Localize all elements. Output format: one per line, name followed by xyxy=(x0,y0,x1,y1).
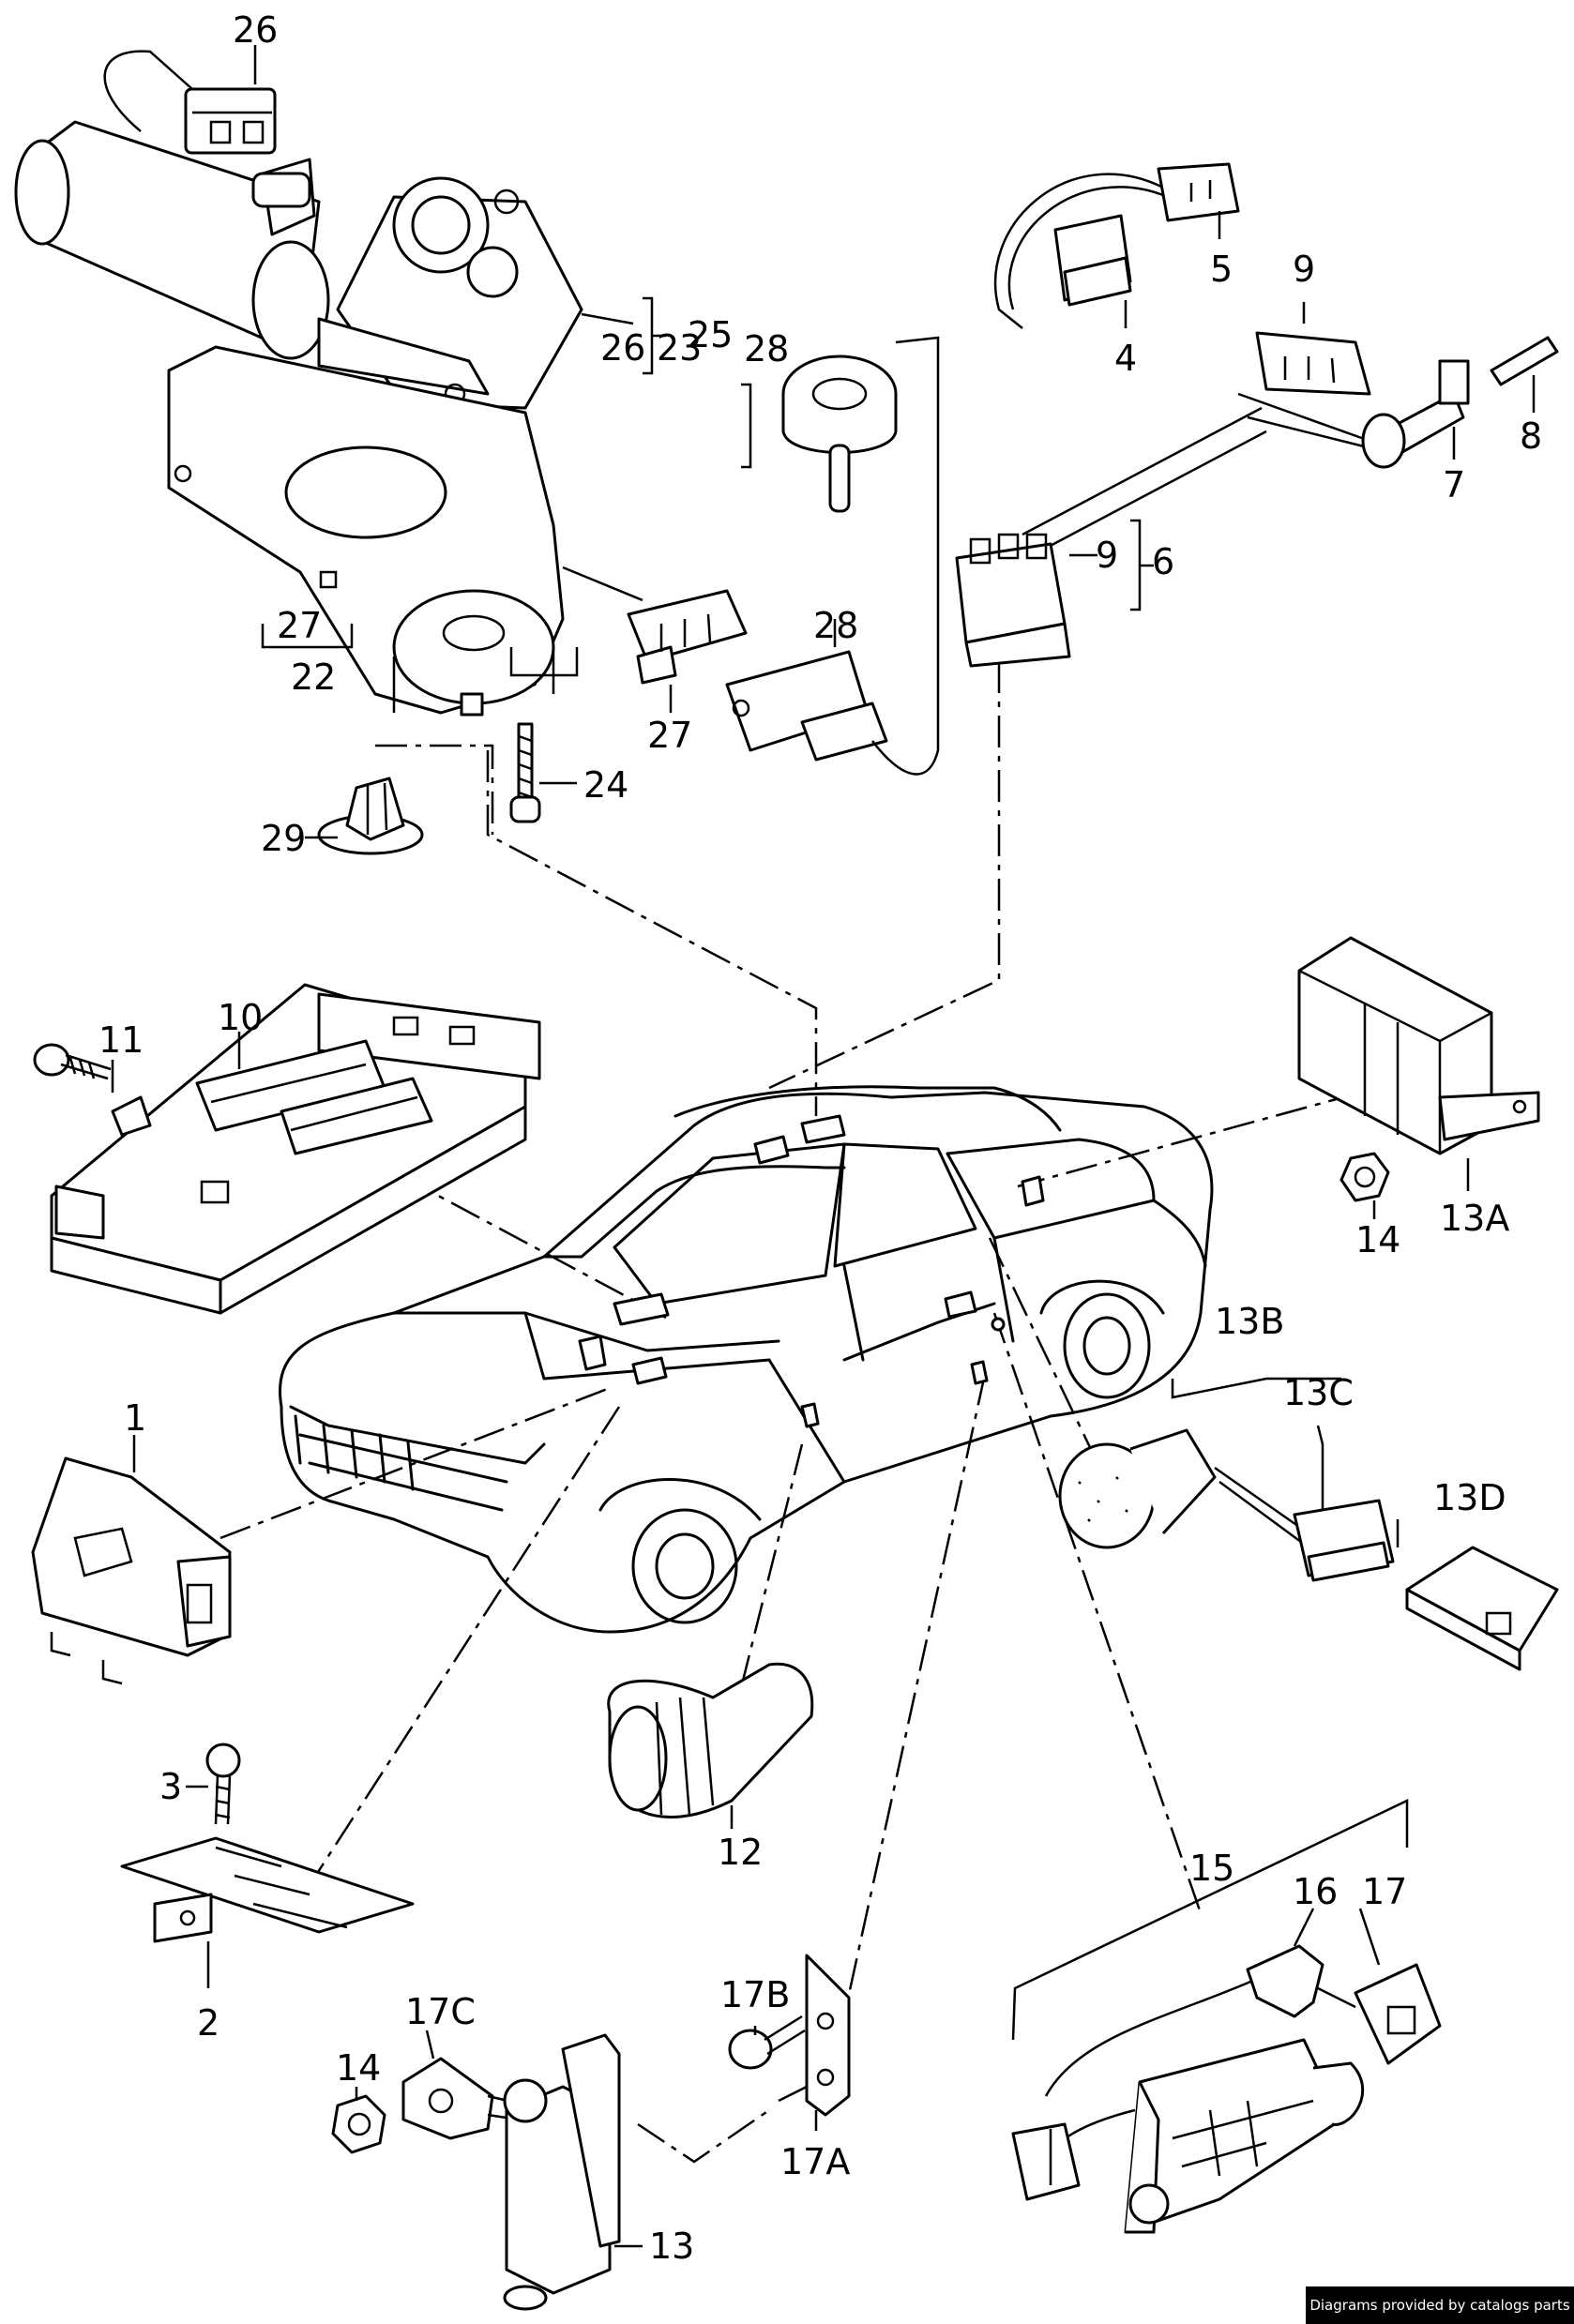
label-13d: 13D xyxy=(1433,1477,1506,1518)
label-17c: 17C xyxy=(405,1991,476,2032)
label-10: 10 xyxy=(218,997,263,1038)
lock-15 xyxy=(1011,1949,1365,2234)
terminal-7-8 xyxy=(1361,336,1559,469)
nut-14-lower xyxy=(331,2094,386,2154)
label-9b: 9 xyxy=(1096,535,1118,576)
screw-11 xyxy=(33,1043,112,1080)
harness-6 xyxy=(955,331,1380,668)
actuator-13 xyxy=(503,2033,621,2311)
credit-badge: Diagrams provided by catalogs parts xyxy=(1306,2286,1574,2324)
label-11: 11 xyxy=(98,1019,144,1061)
label-14b: 14 xyxy=(336,2047,381,2089)
label-29: 29 xyxy=(261,818,306,859)
label-26: 26 xyxy=(233,9,278,51)
location-marks xyxy=(578,1114,1045,1428)
label-17b: 17B xyxy=(720,1974,790,2015)
label-14: 14 xyxy=(1355,1219,1400,1260)
label-23: 23 xyxy=(657,327,702,369)
label-26b: 26 xyxy=(600,327,645,369)
nut-14-upper xyxy=(1339,1152,1390,1202)
screw-3 xyxy=(205,1743,241,1825)
label-4: 4 xyxy=(1114,338,1137,379)
connector-28 xyxy=(725,336,940,776)
label-24: 24 xyxy=(583,764,628,806)
switch-25 xyxy=(781,355,898,513)
label-28: 28 xyxy=(744,328,789,370)
connector-13d xyxy=(1405,1546,1559,1671)
sensor-13b xyxy=(1058,1428,1395,1582)
label-13a: 13A xyxy=(1440,1198,1509,1239)
housing-22 xyxy=(167,345,565,717)
leader-lines xyxy=(111,45,1536,2248)
label-2: 2 xyxy=(197,2002,219,2044)
label-3: 3 xyxy=(159,1766,182,1807)
motor-23 xyxy=(14,120,583,410)
label-27b: 27 xyxy=(647,715,692,756)
bracket-1 xyxy=(31,1456,232,1685)
connector-4-5 xyxy=(993,162,1240,329)
control-unit-10 xyxy=(50,983,541,1315)
connection-lines xyxy=(219,661,1413,2164)
label-13b: 13B xyxy=(1215,1301,1284,1342)
label-1: 1 xyxy=(124,1397,146,1439)
label-25: 25 xyxy=(688,314,733,355)
label-15: 15 xyxy=(1189,1848,1234,1889)
label-17: 17 xyxy=(1362,1871,1407,1912)
label-13c: 13C xyxy=(1283,1372,1354,1413)
label-22: 22 xyxy=(291,656,336,698)
connector-27 xyxy=(562,566,748,685)
bolt-17b xyxy=(728,2015,808,2103)
screw-24 xyxy=(509,722,541,823)
label-5: 5 xyxy=(1210,249,1233,290)
label-17a: 17A xyxy=(780,2141,850,2182)
boot-12 xyxy=(607,1662,814,1818)
label-16: 16 xyxy=(1293,1871,1338,1912)
bracket-2 xyxy=(120,1836,415,1943)
label-12: 12 xyxy=(718,1832,763,1873)
terminal-16 xyxy=(1246,1944,1356,2018)
label-6: 6 xyxy=(1152,541,1174,582)
label-7: 7 xyxy=(1443,464,1465,506)
label-27: 27 xyxy=(277,605,322,646)
bracket-17a xyxy=(805,1954,851,2117)
label-28b: 28 xyxy=(813,605,858,646)
connector-17 xyxy=(1354,1963,1442,2065)
connector-26 xyxy=(103,50,277,155)
label-13: 13 xyxy=(649,2226,694,2267)
callout-brackets xyxy=(261,296,1154,677)
label-9: 9 xyxy=(1293,249,1315,290)
clip-29 xyxy=(317,777,424,855)
label-8: 8 xyxy=(1520,415,1542,457)
relay-13a xyxy=(1297,936,1540,1155)
callout-labels: 26 26 23 5 4 9 8 7 9 6 25 28 28 27 22 27… xyxy=(98,9,1542,2267)
